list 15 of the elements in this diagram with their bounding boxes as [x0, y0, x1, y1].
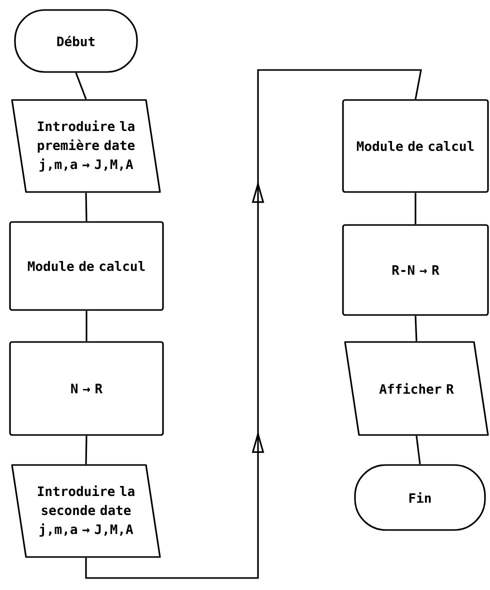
connector: [75, 72, 87, 100]
input-output-parallelogram: Introduire la seconde date j,m,a → J,M,A: [11, 464, 161, 558]
input-output-parallelogram: Afficher R: [344, 341, 489, 436]
connector: [85, 69, 422, 579]
process-box: Module de calcul: [342, 99, 489, 193]
connector: [414, 316, 418, 342]
process-box: R-N → R: [342, 224, 489, 316]
connector: [85, 436, 88, 464]
connector: [414, 192, 416, 224]
input-output-parallelogram: Introduire la première date j,m,a → J,M,A: [11, 99, 161, 193]
process-box: Module de calcul: [9, 221, 164, 311]
connector: [86, 310, 88, 342]
connector: [85, 192, 88, 222]
connector: [416, 436, 421, 464]
process-box: N → R: [9, 341, 164, 436]
